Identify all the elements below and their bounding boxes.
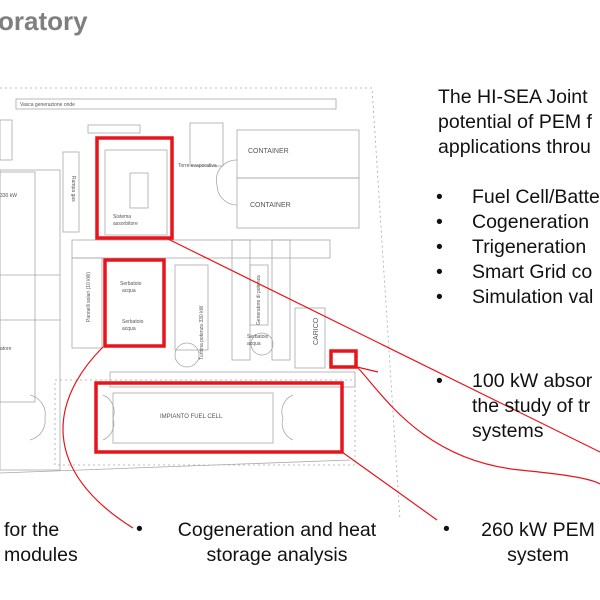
plan-label-cooling-tower: Torre evaporativa	[178, 163, 217, 169]
list-item: •Cogeneration	[436, 211, 590, 233]
plan-label-left: atore	[0, 346, 12, 352]
plan-label-container-1: CONTAINER	[248, 148, 289, 155]
load-outline	[294, 307, 326, 369]
plan-label-gas-ramp: Rampa gas	[70, 176, 76, 202]
plan-label-solar: Pannelli solari (10 kW)	[86, 272, 92, 322]
highlight-small	[329, 349, 358, 369]
bottom-note-left: for the modules	[4, 519, 78, 566]
plan-label-absorber: Sistema	[113, 214, 131, 220]
intro-text: The HI-SEA Joint potential of PEM f appl…	[438, 86, 592, 158]
wave-tank-outline	[15, 98, 337, 110]
plan-label-power: 330 kW	[0, 193, 17, 199]
highlight-tanks	[103, 258, 166, 348]
absorber-note: •100 kW absor the study of tr systems	[436, 370, 593, 442]
list-item: •Fuel Cell/Batte	[436, 186, 600, 208]
highlight-absorber	[95, 136, 174, 240]
plan-label-generator: Generatore di potenza	[256, 275, 262, 325]
plan-label-wave-tank: Vasca generazione onde	[20, 102, 75, 108]
bottom-note-right: 260 kW PEM system	[481, 519, 595, 566]
bottom-note-center: Cogeneration and heat storage analysis	[177, 519, 377, 566]
plan-label-load: CARICO	[313, 317, 320, 345]
bullet-dot: •	[136, 518, 143, 540]
bullet-list: •Fuel Cell/Batte •Cogeneration •Trigener…	[436, 185, 600, 310]
bullet-dot: •	[443, 518, 450, 540]
plan-label-tank-3: Serbatoio	[247, 334, 269, 340]
plan-label-turbine: Turbina potenza 330 kW	[199, 305, 205, 360]
svg-text:acqua: acqua	[122, 288, 136, 294]
cooling-tower-outline	[189, 122, 224, 167]
plan-label-fuel-cell: IMPIANTO FUEL CELL	[160, 414, 223, 420]
leader-small	[356, 366, 600, 485]
plan-label-tank-1: Serbatoio	[120, 281, 142, 287]
turbine-outline	[174, 264, 209, 351]
leader-absorber	[167, 238, 600, 453]
list-item: •Smart Grid co	[436, 261, 593, 283]
slide-title: oratory	[0, 6, 88, 36]
list-item: •Trigeneration	[436, 236, 587, 258]
list-item: •Simulation val	[436, 286, 594, 308]
highlight-fuel-cell	[94, 381, 344, 454]
leader-fuel-cell	[341, 451, 438, 521]
svg-text:acqua: acqua	[122, 326, 136, 332]
plan-label-tank-2: Serbatoio	[122, 319, 144, 325]
leader-tanks	[62, 346, 134, 529]
highlights	[62, 136, 600, 529]
plan-label-container-2: CONTAINER	[250, 202, 291, 209]
container-2-outline	[236, 177, 360, 229]
plan-outlines	[0, 87, 401, 521]
svg-text:assorbitore: assorbitore	[113, 221, 138, 227]
svg-text:acqua: acqua	[247, 341, 261, 347]
